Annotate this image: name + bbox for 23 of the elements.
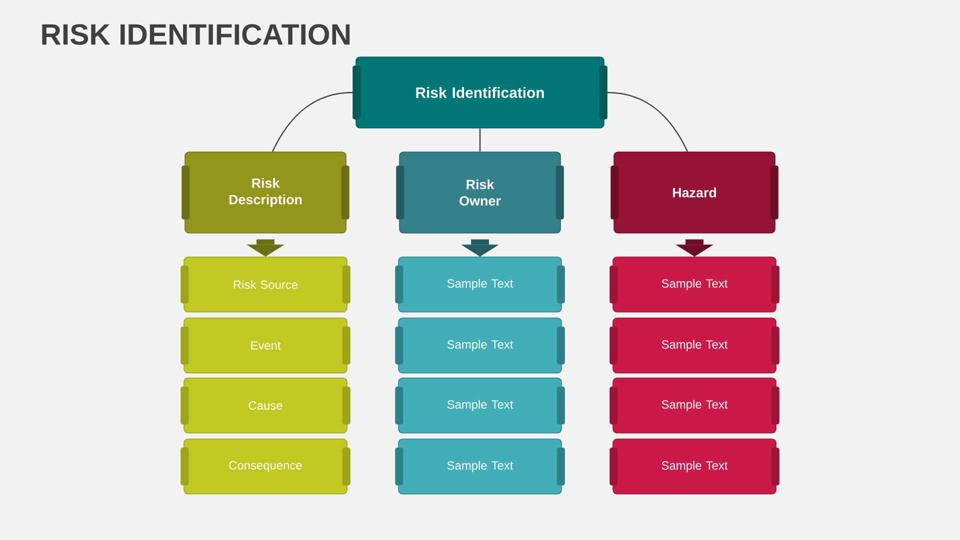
item-box: Sample Text — [610, 438, 780, 494]
category-box: Risk Owner — [396, 152, 564, 234]
item-box: Sample Text — [610, 378, 780, 434]
block-arrow — [461, 239, 499, 257]
item-box: Sample Text — [610, 318, 780, 374]
item-box: Consequence — [180, 438, 350, 494]
item-box: Sample Text — [395, 378, 565, 434]
item-box: Risk Source — [180, 256, 350, 312]
connector-line — [272, 92, 353, 152]
connector-line — [479, 128, 481, 152]
item-box: Sample Text — [395, 318, 565, 374]
title: RISK IDENTIFICATION — [42, 24, 350, 45]
block-arrow — [246, 239, 284, 257]
category-box: Risk Description — [182, 152, 350, 234]
item-box: Sample Text — [610, 256, 780, 312]
item-box: Event — [180, 318, 350, 374]
item-box: Sample Text — [395, 438, 565, 494]
root-box: Risk Identification — [352, 56, 608, 128]
item-box: Sample Text — [395, 256, 565, 312]
block-arrow — [676, 239, 714, 257]
category-box: Hazard — [610, 152, 778, 234]
connector-line — [607, 92, 688, 152]
item-box: Cause — [180, 378, 350, 434]
